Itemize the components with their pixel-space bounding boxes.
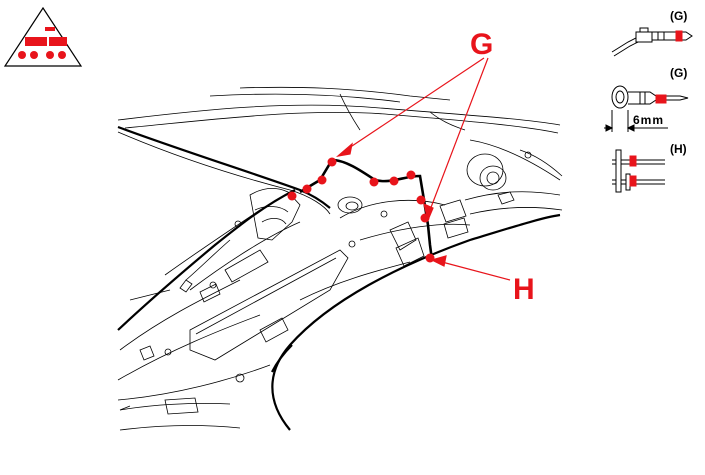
triangle-clip-warning-icon (3, 6, 83, 67)
clip-markers (287, 157, 435, 263)
dimension-label: 6mm (633, 113, 665, 127)
legend-tag-tape-wrap: (H) (670, 142, 687, 156)
leader-lines (335, 57, 511, 281)
legend-tag-wire-clip: (G) (670, 9, 688, 23)
panel-outline (117, 125, 561, 431)
panel-line-art (117, 86, 563, 431)
callout-h-label: H (513, 273, 535, 306)
tape-wrap-icon (612, 149, 665, 193)
legend-tag-push-clip: (G) (670, 66, 688, 80)
push-clip-icon (604, 85, 689, 132)
wire-clip-icon (611, 27, 693, 57)
callout-g-label: G (470, 28, 494, 61)
